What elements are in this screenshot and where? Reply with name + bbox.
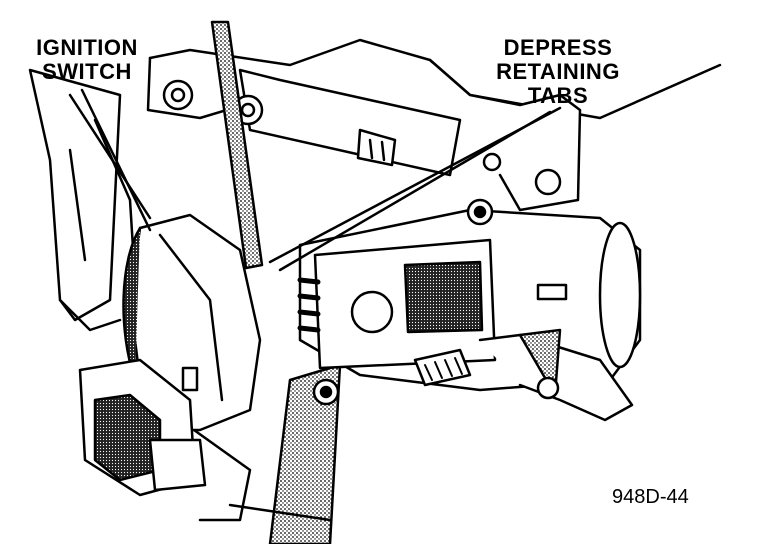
depress-label-line3: TABS <box>527 83 589 108</box>
lock-housing <box>297 208 642 422</box>
ignition-switch-label-line1: IGNITION <box>36 35 138 60</box>
ignition-leader-2 <box>80 88 152 232</box>
depress-label-line2: RETAINING <box>496 59 620 84</box>
lower-housing <box>178 363 342 544</box>
ignition-switch-label-line2: SWITCH <box>42 59 132 84</box>
figure-code: 948D-44 <box>612 486 689 508</box>
ignition-switch-body <box>78 213 262 497</box>
depress-label-line1: DEPRESS <box>503 35 613 60</box>
mounting-screws <box>312 198 494 406</box>
mounting-plate <box>28 68 137 332</box>
vertical-rod <box>210 20 264 270</box>
tabs-leader-2 <box>278 110 552 272</box>
leader-lines <box>68 88 562 272</box>
ignition-switch-label: IGNITION SWITCH <box>22 36 152 84</box>
depress-retaining-tabs-label: DEPRESS RETAINING TABS <box>478 36 638 108</box>
upper-bracket <box>146 38 722 212</box>
ignition-leader-1 <box>68 93 152 220</box>
